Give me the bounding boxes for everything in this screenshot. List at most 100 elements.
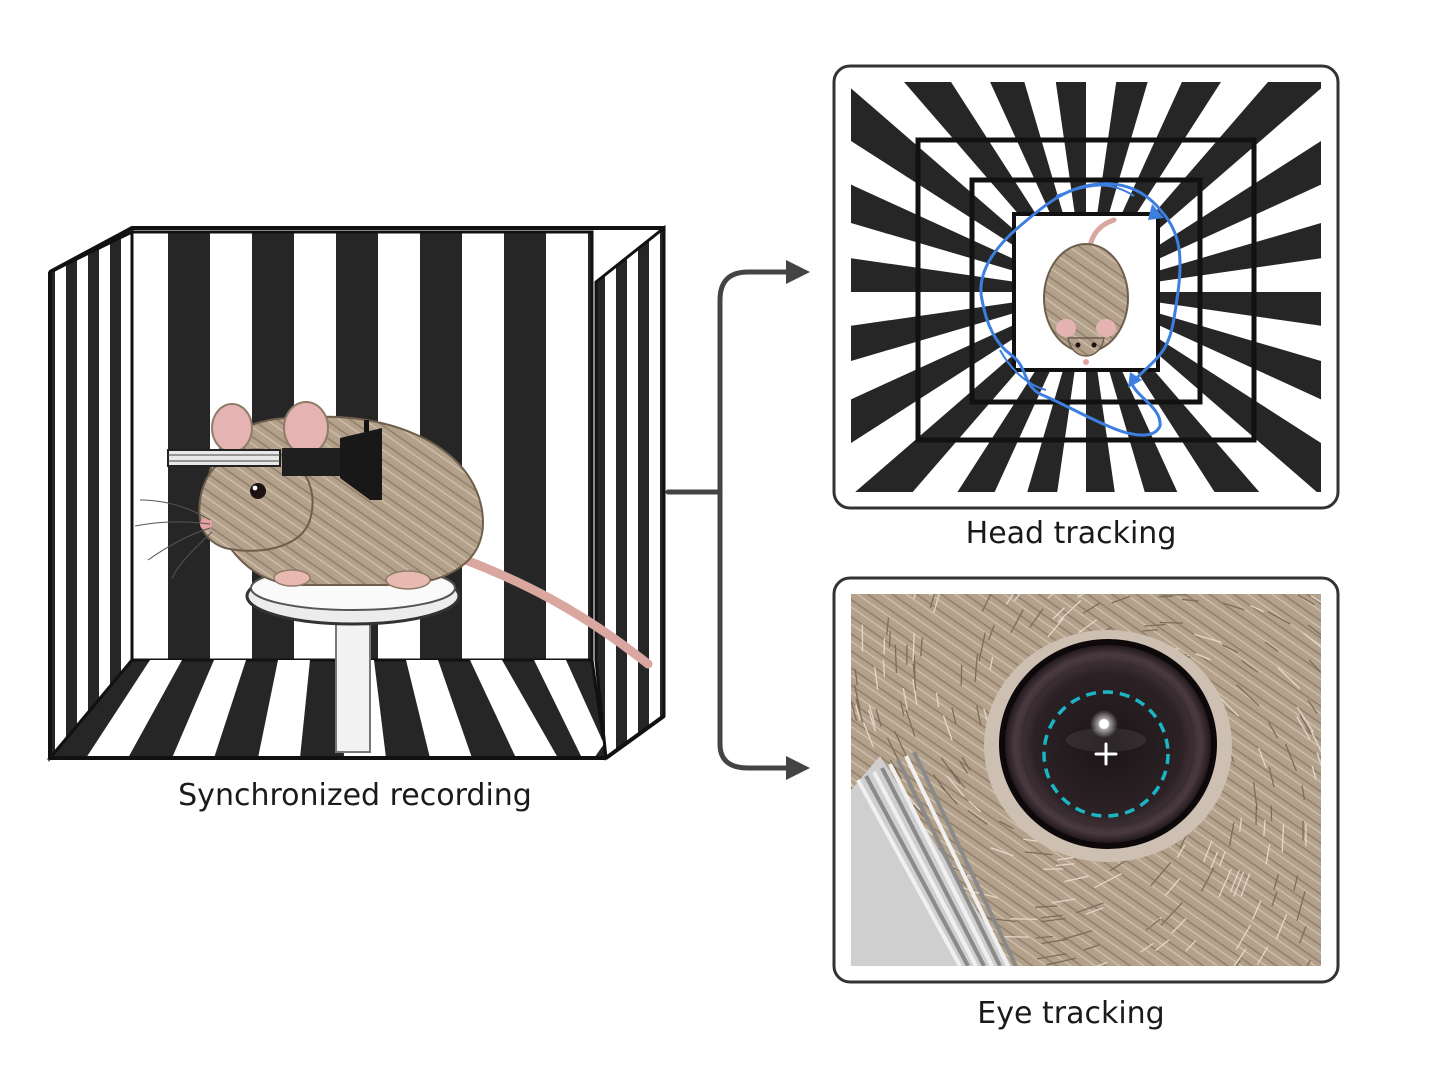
fur-strand bbox=[853, 684, 861, 710]
fur-strand bbox=[974, 654, 978, 683]
fur-strand bbox=[1296, 890, 1306, 921]
fur-strand bbox=[1235, 924, 1252, 950]
fur-strand bbox=[1311, 765, 1317, 780]
implant-bar-line bbox=[872, 771, 978, 966]
fur-strand bbox=[1233, 948, 1247, 966]
fur-strand bbox=[1218, 851, 1226, 867]
fur-strand bbox=[1142, 629, 1158, 632]
fur-strand bbox=[886, 737, 901, 763]
fur-strand bbox=[1267, 721, 1279, 739]
mouse-eye-closeup bbox=[984, 630, 1232, 862]
fur-strand bbox=[1036, 953, 1067, 960]
fur-strand bbox=[1200, 867, 1215, 892]
mouse-eye bbox=[250, 483, 266, 499]
fur-strand bbox=[912, 679, 918, 705]
arrow-right-icon bbox=[786, 756, 810, 780]
implant-bar-line bbox=[888, 763, 994, 966]
fur-strand bbox=[1176, 844, 1186, 858]
fur-strand bbox=[1277, 666, 1301, 690]
fur-strand bbox=[893, 730, 909, 760]
fur-strand bbox=[1239, 817, 1243, 832]
floor-stripes bbox=[86, 660, 604, 758]
fur-strand bbox=[1085, 907, 1104, 915]
stripe-arena bbox=[46, 224, 666, 763]
fur-strand bbox=[1202, 840, 1213, 863]
fur-strand bbox=[1078, 619, 1098, 634]
fur-strand bbox=[1293, 875, 1299, 891]
caption-synchronized-recording: Synchronized recording bbox=[178, 778, 532, 813]
implant-bar-line bbox=[880, 767, 986, 966]
fur-strand bbox=[1051, 898, 1076, 904]
fur-strand bbox=[899, 700, 905, 717]
branch-connector bbox=[665, 269, 803, 771]
fur-strand bbox=[888, 630, 891, 648]
fur-strand bbox=[1307, 699, 1318, 714]
fur-strand bbox=[1047, 594, 1054, 599]
fur-strand bbox=[1251, 900, 1262, 920]
fur-strand bbox=[1307, 624, 1321, 636]
fur-strand bbox=[1308, 659, 1321, 673]
fur-strand bbox=[1094, 873, 1122, 889]
fur-strand bbox=[1171, 917, 1187, 934]
fur-strand bbox=[958, 760, 969, 775]
pupil-fit-circle bbox=[1042, 690, 1170, 818]
fur-strand bbox=[990, 847, 1014, 857]
fur-strand bbox=[942, 715, 953, 741]
fur-strand bbox=[1160, 902, 1183, 926]
fur-strand bbox=[867, 709, 876, 732]
fur-strand bbox=[940, 757, 961, 784]
fur-strand bbox=[1229, 870, 1240, 893]
fur-strand bbox=[1229, 822, 1235, 846]
fur-strand bbox=[1057, 600, 1082, 623]
fur-strand bbox=[1252, 781, 1258, 811]
fur-strand bbox=[1029, 608, 1044, 629]
fur-strand bbox=[1040, 914, 1063, 919]
mouse-ear-right bbox=[1096, 319, 1116, 337]
fur-strand bbox=[912, 804, 925, 817]
fur-strand bbox=[1219, 697, 1239, 717]
fur-strand bbox=[1258, 747, 1267, 768]
fur-strand bbox=[912, 663, 917, 691]
implant-bar-line bbox=[856, 779, 962, 966]
fur-strand bbox=[1159, 621, 1183, 624]
fur-strand bbox=[951, 707, 957, 725]
implant-bar-line bbox=[896, 759, 1002, 966]
fur-strand bbox=[1222, 644, 1238, 654]
fur-strand bbox=[1145, 918, 1161, 931]
fur-strand bbox=[1111, 595, 1131, 604]
mouse-tail bbox=[450, 551, 653, 669]
eye-tracking-panel bbox=[832, 576, 1340, 984]
fur-strand bbox=[1077, 594, 1085, 599]
fur-strand bbox=[1263, 820, 1266, 837]
fur-strand bbox=[920, 637, 923, 657]
fur-strand bbox=[1164, 878, 1181, 897]
fur-strand bbox=[1035, 935, 1053, 939]
fur-strand bbox=[1144, 623, 1166, 627]
fur-strand bbox=[912, 633, 915, 662]
fur-strand bbox=[913, 594, 916, 599]
mouse-whiskers bbox=[134, 499, 213, 579]
fur-strand bbox=[868, 705, 876, 726]
fur-strand bbox=[976, 705, 982, 726]
fur-strand bbox=[1316, 752, 1321, 767]
fur-strand bbox=[935, 692, 940, 708]
fur-strand bbox=[1235, 959, 1242, 966]
crosshair-icon bbox=[1094, 742, 1118, 766]
tunnel-stripe bbox=[1086, 82, 1221, 292]
fur-strand bbox=[1045, 957, 1076, 966]
caption-eye-tracking: Eye tracking bbox=[977, 996, 1165, 1031]
fur-strand bbox=[1064, 875, 1089, 883]
fur-strand bbox=[1218, 868, 1232, 898]
fur-strand bbox=[1185, 940, 1197, 952]
mouse-ear-left bbox=[1056, 319, 1076, 337]
mouse-paws bbox=[273, 569, 431, 590]
fur-strand bbox=[851, 698, 858, 721]
fur-strand bbox=[1240, 873, 1251, 897]
implant-bar-line bbox=[904, 755, 1010, 966]
fur-strand bbox=[1005, 594, 1014, 605]
fur-strand bbox=[1268, 766, 1275, 788]
fur-strand bbox=[1265, 843, 1271, 865]
fur-strand bbox=[1256, 946, 1269, 966]
fur-strand bbox=[1158, 595, 1173, 598]
fur-strand bbox=[961, 756, 971, 771]
